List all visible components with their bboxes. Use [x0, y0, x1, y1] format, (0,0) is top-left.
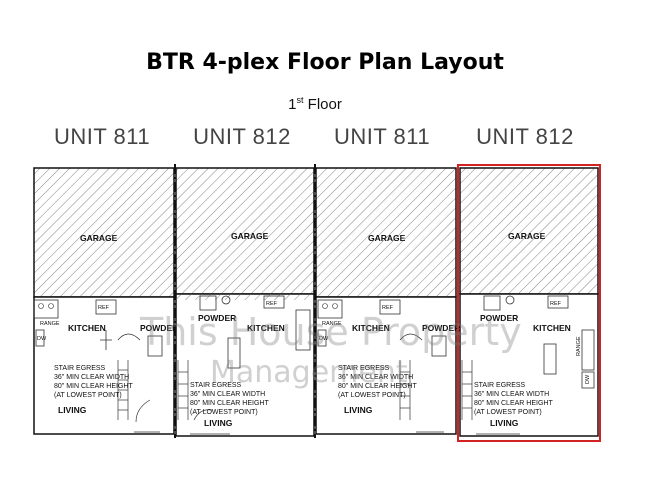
- toilet-fixture: [431, 335, 447, 357]
- living-label: LIVING: [490, 418, 519, 428]
- range-fixture: [317, 299, 343, 319]
- unit-label-2: UNIT 812: [193, 124, 291, 149]
- powder-label: POWDER: [480, 313, 518, 323]
- dw-fixture: [35, 329, 45, 347]
- stair-note-line-2: 36" MIN CLEAR WIDTH: [54, 374, 129, 381]
- unit-plan-1: GARAGE REF RANGE DW KITCHEN POWDER STAIR…: [33, 167, 178, 435]
- stair-note-line-4: (AT LOWEST POINT): [190, 409, 258, 416]
- unit-label-3: UNIT 811: [333, 124, 431, 149]
- ref-label: REF: [550, 301, 562, 307]
- stair-note-line-1: STAIR EGRESS: [474, 382, 526, 389]
- unit-plan-2: GARAGE REF POWDER KITCHEN STAIR EGRESS 3…: [175, 167, 315, 437]
- living-area: [459, 293, 599, 437]
- unit-plan-3: GARAGE REF RANGE DW KITCHEN POWDER STAIR…: [315, 167, 460, 435]
- living-area: [315, 296, 457, 435]
- ref-label: REF: [382, 305, 394, 311]
- garage-label: GARAGE: [231, 231, 269, 241]
- stair-note-line-4: (AT LOWEST POINT): [54, 392, 122, 399]
- floor-subtitle: 1st Floor: [0, 95, 630, 113]
- unit-label-1: UNIT 811: [53, 124, 151, 149]
- kitchen-label: KITCHEN: [247, 323, 285, 333]
- toilet-fixture: [199, 295, 217, 311]
- watermark-line-2: Management: [210, 355, 408, 390]
- stair-note-line-1: STAIR EGRESS: [54, 365, 106, 372]
- kitchen-label: KITCHEN: [352, 323, 390, 333]
- garage-label: GARAGE: [508, 231, 546, 241]
- stair-note-line-3: 80" MIN CLEAR HEIGHT: [474, 400, 553, 407]
- living-label: LIVING: [344, 405, 373, 415]
- garage-label: GARAGE: [368, 233, 406, 243]
- living-label: LIVING: [204, 418, 233, 428]
- dw-fixture: [317, 329, 327, 347]
- dw-label: DW: [37, 336, 47, 342]
- dw-label: DW: [319, 336, 329, 342]
- watermark-line-1: This House Property: [140, 310, 522, 354]
- stair-note-line-1: STAIR EGRESS: [190, 382, 242, 389]
- range-fixture: [33, 299, 59, 319]
- living-label: LIVING: [58, 405, 87, 415]
- floor-ordinal-number: 1: [288, 96, 297, 113]
- range-label: RANGE: [40, 321, 60, 327]
- garage-area: [459, 167, 599, 295]
- powder-label: POWDER: [422, 323, 460, 333]
- toilet-fixture: [483, 295, 501, 311]
- stair-note-line-4: (AT LOWEST POINT): [474, 409, 542, 416]
- garage-label: GARAGE: [80, 233, 118, 243]
- dw-label: DW: [585, 374, 591, 384]
- dw-fixture: [581, 371, 595, 389]
- garage-area: [175, 167, 315, 295]
- ref-fixture: [95, 299, 117, 315]
- range-fixture: [581, 329, 595, 371]
- ref-fixture: [263, 295, 285, 309]
- ref-fixture: [379, 299, 401, 315]
- range-fixture: [295, 309, 311, 351]
- stair-note-line-3: 80" MIN CLEAR HEIGHT: [54, 383, 133, 390]
- garage-area: [315, 167, 457, 298]
- powder-label: POWDER: [198, 313, 236, 323]
- ref-label: REF: [266, 301, 278, 307]
- stair-note-line-2: 36" MIN CLEAR WIDTH: [190, 391, 265, 398]
- ref-label: REF: [98, 305, 110, 311]
- ref-fixture: [547, 295, 569, 309]
- stair-note-line-4: (AT LOWEST POINT): [338, 392, 406, 399]
- stair-note-line-2: 36" MIN CLEAR WIDTH: [338, 374, 413, 381]
- highlight-frame-unit-812: [457, 164, 601, 442]
- kitchen-label: KITCHEN: [533, 323, 571, 333]
- stair-note-line-2: 36" MIN CLEAR WIDTH: [474, 391, 549, 398]
- page-title: BTR 4-plex Floor Plan Layout: [146, 50, 504, 75]
- garage-area: [33, 167, 175, 298]
- stair-note-line-3: 80" MIN CLEAR HEIGHT: [338, 383, 417, 390]
- unit-plan-4: GARAGE REF POWDER KITCHEN RANGE DW STAIR…: [459, 167, 599, 437]
- unit-label-4: UNIT 812: [476, 124, 574, 149]
- living-area: [33, 296, 175, 435]
- powder-label: POWDER: [140, 323, 178, 333]
- range-label: RANGE: [322, 321, 342, 327]
- stair-note-line-3: 80" MIN CLEAR HEIGHT: [190, 400, 269, 407]
- toilet-fixture: [147, 335, 163, 357]
- floor-ordinal-suffix: st: [296, 95, 304, 105]
- kitchen-label: KITCHEN: [68, 323, 106, 333]
- stair-note-line-1: STAIR EGRESS: [338, 365, 390, 372]
- floor-subtitle-text: Floor: [307, 96, 342, 113]
- range-label: RANGE: [576, 336, 582, 356]
